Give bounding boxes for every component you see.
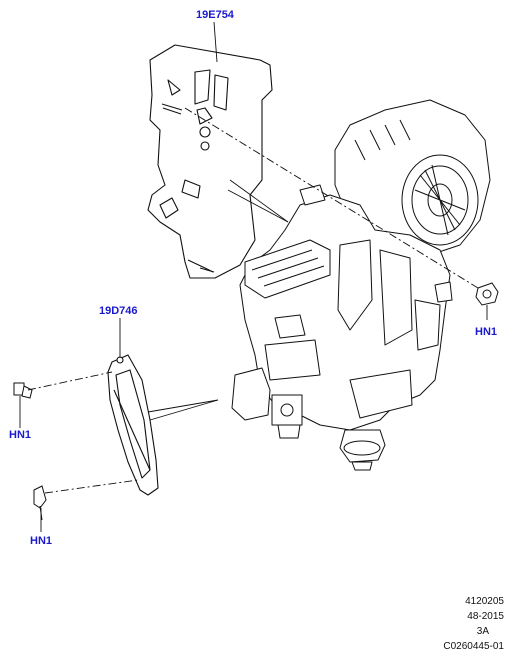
clip-left-top xyxy=(13,382,33,399)
leader-lines xyxy=(19,21,488,532)
clip-left-bottom xyxy=(33,485,47,521)
footer-code-4: C0260445-01 xyxy=(443,641,504,652)
motor-cover xyxy=(107,354,159,496)
bracket-pin xyxy=(161,103,215,273)
callout-hn1-left-top: HN1 xyxy=(9,429,31,441)
callout-motor-19d746: 19D746 xyxy=(99,305,138,317)
bracket-plate xyxy=(147,44,273,279)
callout-hn1-left-bottom: HN1 xyxy=(30,535,52,547)
callout-hn1-right: HN1 xyxy=(475,326,497,338)
alignment-lines xyxy=(27,107,479,494)
blower-housing xyxy=(231,99,491,471)
footer-code-2: 48-2015 xyxy=(467,611,504,622)
callout-bracket-19e754: 19E754 xyxy=(196,9,235,21)
footer-code-1: 4120205 xyxy=(465,596,504,607)
nut-right xyxy=(475,282,499,306)
footer-code-3: 3A xyxy=(476,626,489,637)
